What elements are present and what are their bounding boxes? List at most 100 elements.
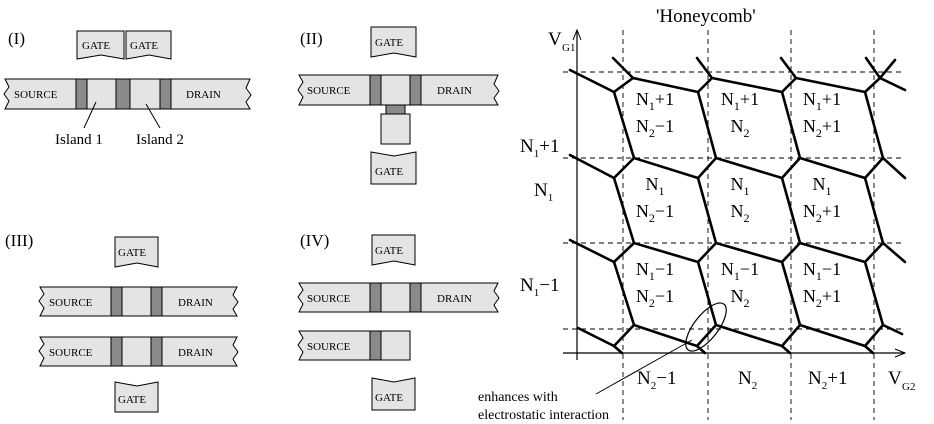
svg-text:V: V — [548, 29, 562, 50]
tunnel-barrier — [409, 282, 422, 313]
svg-text:N2: N2 — [731, 116, 750, 140]
honeycomb-cell-label: N1−1N2 — [721, 259, 759, 310]
drain-label: DRAIN — [186, 89, 221, 101]
drain-label: DRAIN — [178, 347, 213, 359]
cell-labels: N1+1N2−1N1+1N2N1+1N2+1N1N2−1N1N2N1N2+1N1… — [636, 89, 841, 310]
svg-text:N1+1: N1+1 — [803, 89, 841, 113]
x-axis-title: V G2 — [888, 368, 915, 393]
honeycomb-cell-label: N1+1N2+1 — [803, 89, 841, 140]
panel-iv: (IV) GATE SOURCE DRAIN SOURCE GATE — [297, 231, 500, 411]
source-label: SOURCE — [307, 85, 351, 97]
svg-text:N1: N1 — [731, 174, 750, 198]
gate-label: GATE — [118, 247, 146, 259]
pointer-line — [83, 101, 97, 129]
col-label: N2+1 — [808, 368, 847, 392]
gate-pad — [76, 30, 125, 60]
svg-text:N2+1: N2+1 — [803, 286, 841, 310]
svg-text:N1: N1 — [534, 180, 553, 204]
svg-text:N2−1: N2−1 — [636, 201, 674, 225]
island — [380, 330, 411, 361]
honeycomb-cell-label: N1−1N2+1 — [803, 259, 841, 310]
interaction-highlight — [685, 302, 727, 352]
tunnel-barrier — [110, 286, 123, 317]
tunnel-barrier — [385, 104, 406, 115]
source-label: SOURCE — [49, 347, 93, 359]
panel-i-label: (I) — [8, 29, 25, 48]
gate-label: GATE — [375, 166, 403, 178]
island-2-label: Island 2 — [136, 132, 184, 148]
panel-iv-label: (IV) — [300, 231, 329, 250]
svg-text:N1−1: N1−1 — [636, 259, 674, 283]
drain-label: DRAIN — [437, 293, 472, 305]
gate-label: GATE — [130, 40, 158, 52]
drain-lead — [161, 286, 239, 317]
axes — [563, 28, 907, 360]
panel-ii-label: (II) — [300, 29, 323, 48]
drain-label: DRAIN — [437, 85, 472, 97]
tunnel-barrier — [159, 78, 172, 110]
dashed-grid — [563, 30, 905, 420]
svg-text:G1: G1 — [562, 42, 575, 54]
island-2 — [129, 78, 161, 110]
island — [380, 113, 411, 145]
row-label: N1+1 — [520, 136, 559, 160]
svg-text:N2: N2 — [731, 201, 750, 225]
drain-label: DRAIN — [178, 297, 213, 309]
gate-pad — [370, 26, 417, 58]
gate-pad — [114, 236, 159, 268]
source-label: SOURCE — [307, 341, 351, 353]
source-label: SOURCE — [14, 89, 58, 101]
svg-text:N2−1: N2−1 — [636, 116, 674, 140]
drain-lead — [170, 78, 252, 110]
panel-i: (I) GATE GATE SOURCE DRAIN Island 1 Isla… — [3, 29, 252, 148]
source-label: SOURCE — [307, 293, 351, 305]
honeycomb-diagram: 'Honeycomb' V G1 V G2 — [478, 6, 915, 423]
honeycomb-cell-label: N1−1N2−1 — [636, 259, 674, 310]
gate-pad — [370, 151, 417, 185]
tunnel-barrier — [110, 336, 123, 367]
svg-text:N1−1: N1−1 — [520, 275, 559, 299]
svg-text:N2+1: N2+1 — [803, 116, 841, 140]
y-axis-title: V G1 — [548, 29, 575, 54]
tunnel-barrier — [369, 282, 382, 313]
svg-text:N1+1: N1+1 — [520, 136, 559, 160]
drain-lead — [420, 282, 500, 313]
drain-lead — [420, 74, 500, 106]
gate-label: GATE — [82, 40, 110, 52]
pointer-line — [145, 103, 161, 129]
svg-text:N1−1: N1−1 — [803, 259, 841, 283]
tunnel-barrier — [115, 78, 131, 110]
svg-text:N1+1: N1+1 — [636, 89, 674, 113]
svg-text:G2: G2 — [902, 381, 915, 393]
row-label: N1 — [534, 180, 553, 204]
gate-pad — [371, 377, 416, 411]
gate-pad — [125, 30, 172, 60]
col-label: N2−1 — [637, 368, 676, 392]
tunnel-barrier — [150, 336, 163, 367]
row-label: N1−1 — [520, 275, 559, 299]
panel-iii: (III) GATE SOURCE DRAIN SOURCE DRAIN GAT… — [5, 231, 239, 413]
tunnel-barrier — [409, 74, 422, 106]
tunnel-barrier — [369, 330, 382, 361]
svg-text:N1−1: N1−1 — [721, 259, 759, 283]
svg-text:N2+1: N2+1 — [803, 201, 841, 225]
gate-pad — [371, 234, 416, 266]
tunnel-barrier — [150, 286, 163, 317]
gate-label: GATE — [375, 37, 403, 49]
island — [380, 74, 411, 106]
panel-ii: (II) GATE SOURCE DRAIN GATE — [297, 26, 500, 185]
gate-pad — [114, 381, 159, 413]
island-1 — [86, 78, 117, 110]
svg-text:N2+1: N2+1 — [808, 368, 847, 392]
island — [380, 282, 411, 313]
gate-label: GATE — [118, 394, 146, 406]
source-label: SOURCE — [49, 297, 93, 309]
island — [121, 286, 152, 317]
svg-text:N2−1: N2−1 — [636, 286, 674, 310]
diagram-title: 'Honeycomb' — [656, 6, 756, 27]
panel-iii-label: (III) — [5, 231, 33, 250]
honeycomb-cell-label: N1+1N2−1 — [636, 89, 674, 140]
